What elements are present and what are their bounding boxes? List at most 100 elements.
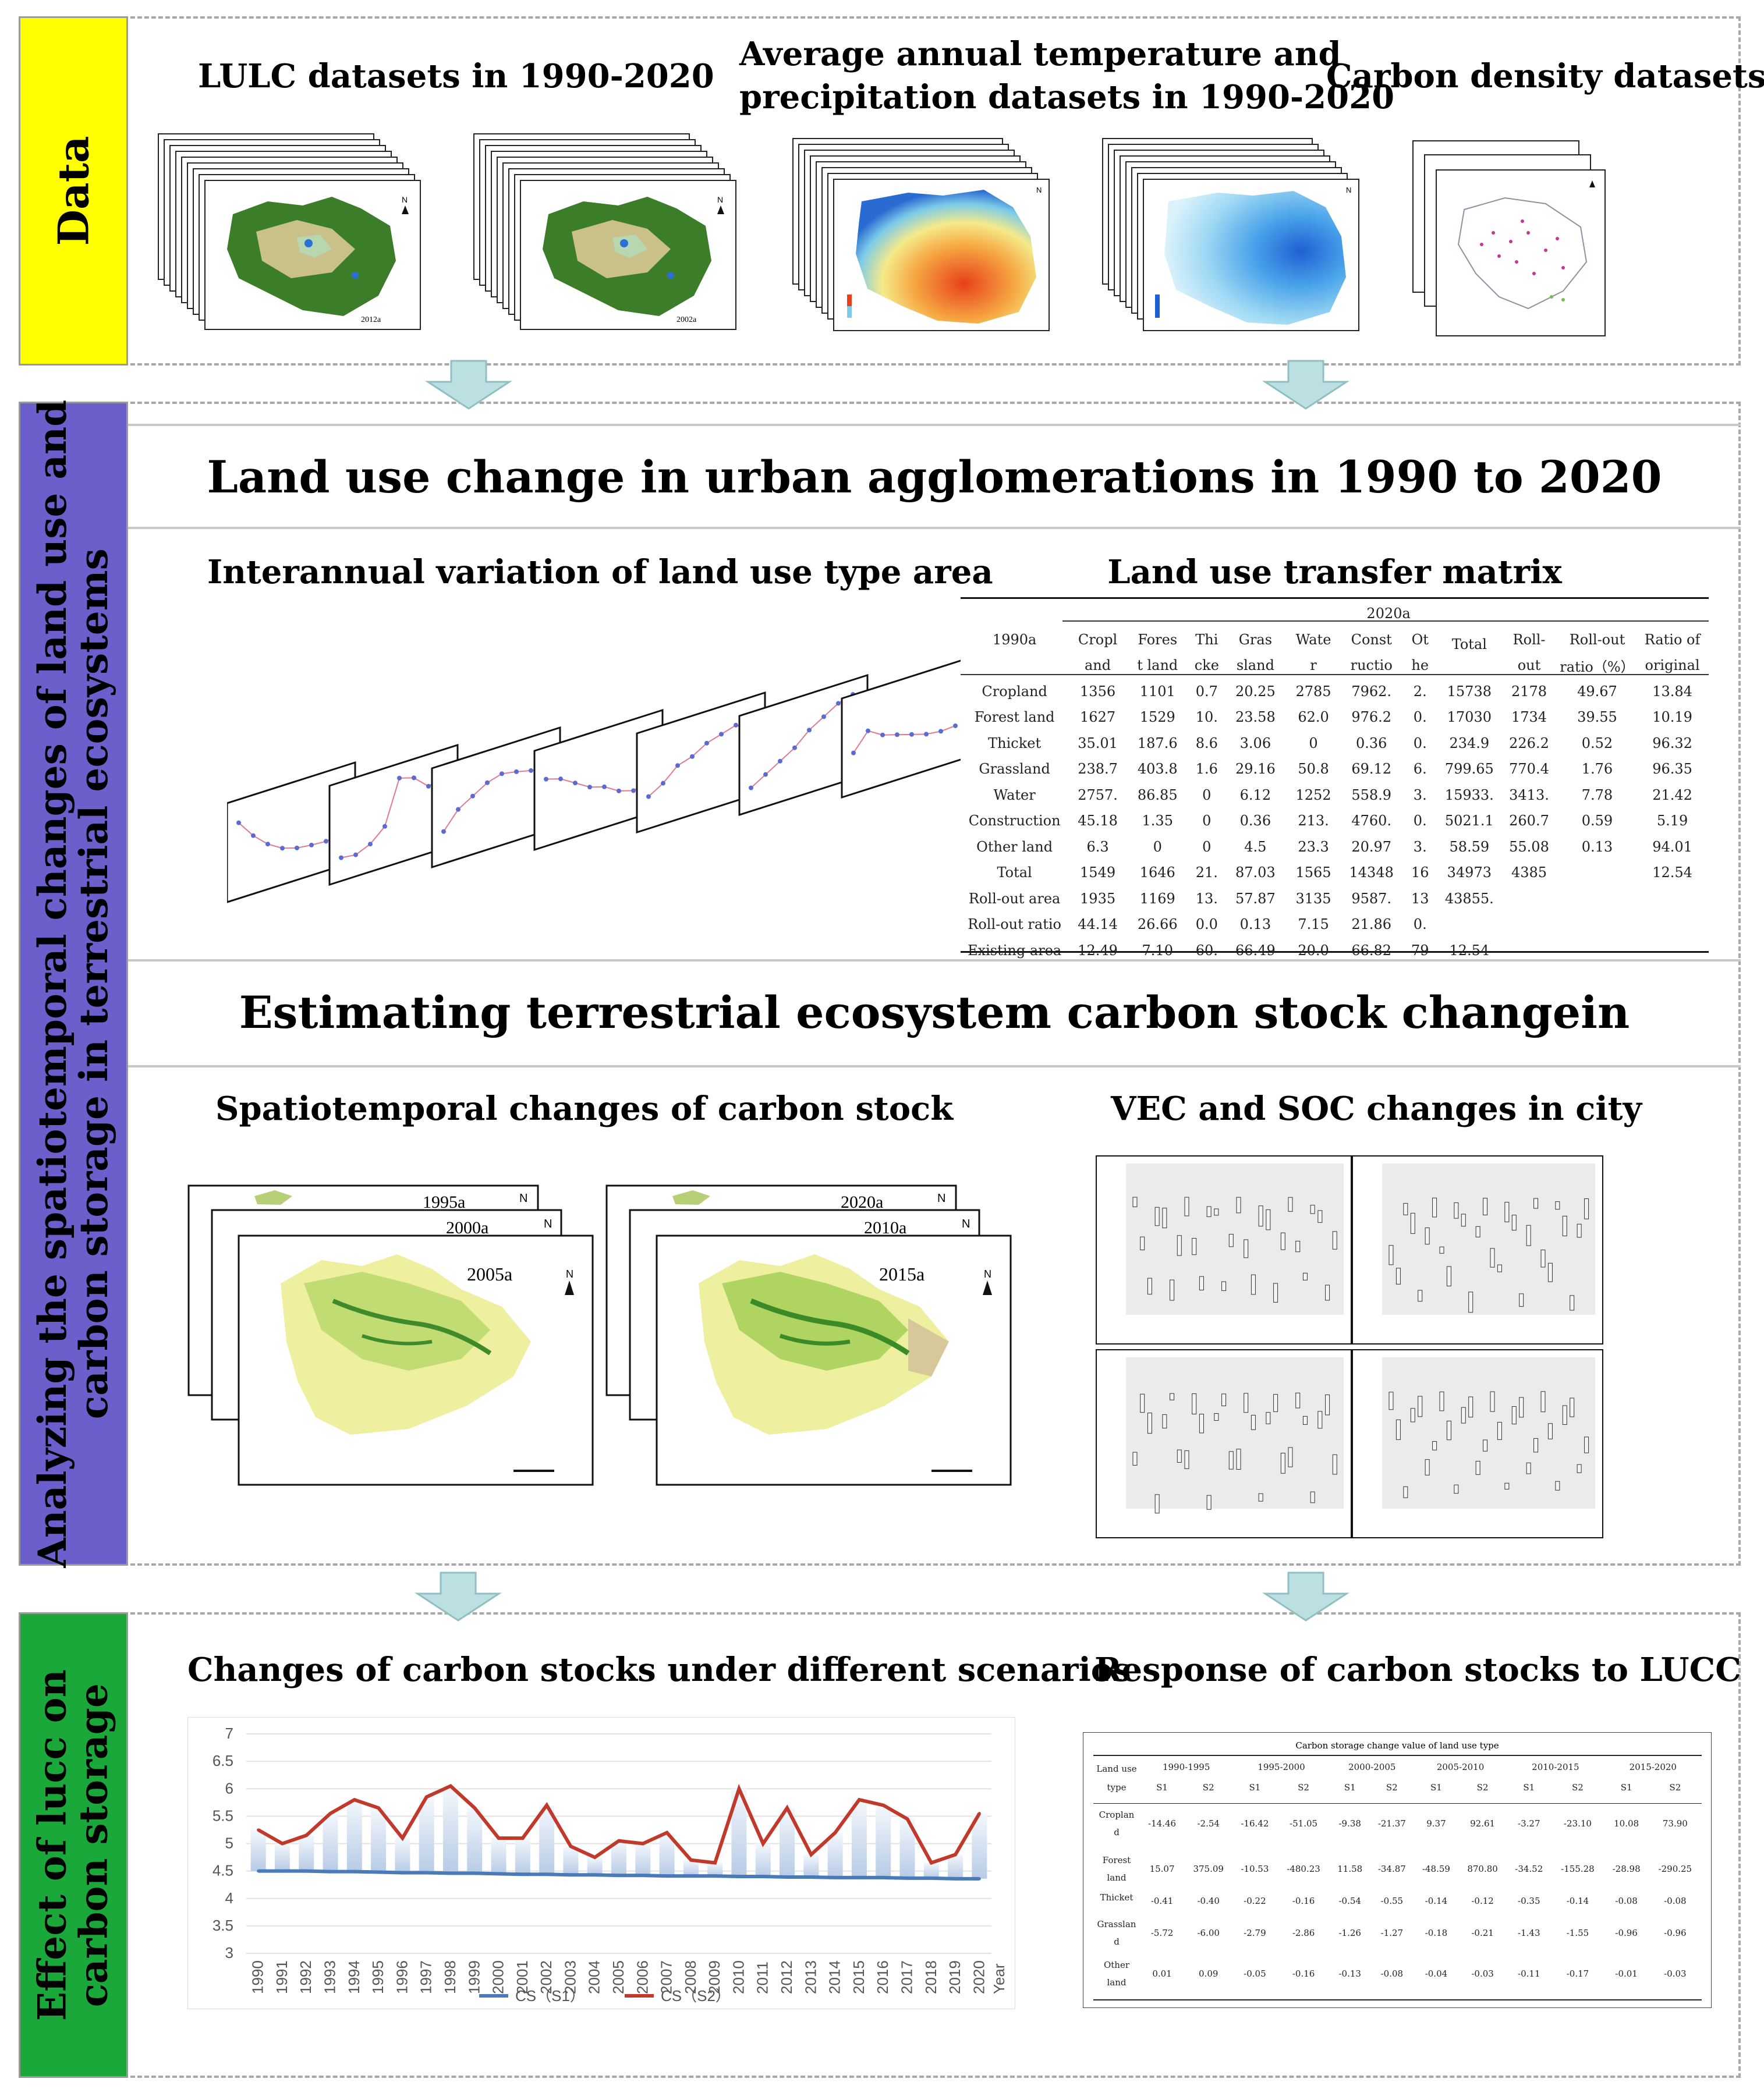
carbon-stock-maps-1: 1995a N 2000a N 2005a N — [187, 1184, 595, 1487]
x-tick-label: 1993 — [321, 1960, 339, 1994]
cs-cell: -1.26 — [1338, 1928, 1361, 1938]
y-tick-label: 3 — [225, 1944, 233, 1961]
cs-row-label-line: d — [1114, 1936, 1120, 1947]
cs-cell: -0.08 — [1615, 1896, 1638, 1906]
matrix-cell: 20.97 — [1351, 838, 1392, 855]
cs-cell: -0.96 — [1615, 1928, 1638, 1938]
data-point-s2 — [713, 1861, 717, 1864]
scenario-gap-bar — [299, 1835, 314, 1871]
transfer-matrix-rule-mid — [1062, 620, 1709, 622]
matrix-cell: 1549 — [1080, 864, 1116, 881]
down-arrow — [1262, 1570, 1350, 1625]
matrix-cell: 49.67 — [1577, 683, 1617, 700]
cs-row-label-line: land — [1107, 1977, 1127, 1988]
cs-table-title: Carbon storage change value of land use … — [1295, 1740, 1499, 1751]
cs-cell: -0.22 — [1244, 1896, 1266, 1906]
scenario-gap-bar — [442, 1786, 458, 1874]
scenario-gap-bar — [563, 1846, 579, 1875]
matrix-cell: 13.84 — [1652, 683, 1692, 700]
matrix-cell: 10.19 — [1652, 709, 1692, 726]
scenario-gap-bar — [515, 1838, 530, 1875]
cs-cell: -21.37 — [1377, 1818, 1406, 1829]
matrix-cell — [1558, 886, 1636, 912]
data-point-s2 — [761, 1842, 765, 1845]
transfer-matrix-rule-bottom — [961, 951, 1709, 953]
data-point-s2 — [521, 1836, 525, 1840]
separator — [128, 959, 1741, 962]
data-point-s2 — [617, 1839, 621, 1843]
scenario-gap-bar — [611, 1840, 626, 1876]
svg-text:N: N — [717, 195, 723, 204]
matrix-column-header: Fores — [1138, 631, 1178, 648]
matrix-cell: 260.7 — [1509, 813, 1549, 829]
scenario-gap-bar — [491, 1838, 506, 1874]
cs-scenario-header: S2 — [1572, 1782, 1584, 1793]
matrix-cell: 66.82 — [1351, 942, 1392, 959]
matrix-cell: 1.6 — [1195, 761, 1218, 778]
matrix-cell — [1636, 886, 1709, 912]
matrix-row-label: Grassland — [979, 761, 1050, 778]
data-point-s1 — [497, 1872, 501, 1875]
cs-cell: 73.90 — [1662, 1818, 1688, 1829]
cs-row-label: Thicket — [1093, 1889, 1140, 1913]
matrix-cell: 6. — [1413, 761, 1427, 778]
svg-text:N: N — [566, 1268, 573, 1280]
cs-row-label-line: Thicket — [1100, 1892, 1134, 1903]
matrix-cell: 3.06 — [1239, 735, 1271, 751]
cs-cell: -14.46 — [1148, 1818, 1177, 1829]
data-point-s2 — [257, 1828, 260, 1832]
cs-cell: -0.96 — [1664, 1928, 1687, 1938]
lulc-datasets-title: LULC datasets in 1990-2020 — [198, 57, 714, 95]
data-point-s2 — [881, 1804, 885, 1807]
scenarios-title: Changes of carbon stocks under different… — [187, 1651, 1131, 1689]
x-tick-label: 2014 — [826, 1960, 844, 1994]
transfer-matrix-title: Land use transfer matrix — [1107, 553, 1562, 591]
matrix-cell: 20.25 — [1235, 683, 1276, 700]
svg-text:N: N — [937, 1192, 945, 1205]
data-point-s1 — [930, 1876, 933, 1880]
x-tick-label: 1998 — [441, 1960, 459, 1994]
x-tick-label: 2006 — [633, 1960, 651, 1994]
cs-cell: -0.03 — [1471, 1968, 1494, 1979]
matrix-cell: 1101 — [1139, 683, 1175, 700]
matrix-cell: 3135 — [1295, 890, 1331, 907]
data-point-s2 — [304, 1833, 308, 1837]
carbon-density-map-stack — [1412, 140, 1616, 338]
cs-cell: -9.38 — [1338, 1818, 1361, 1829]
cs-cell: -0.54 — [1338, 1896, 1361, 1906]
svg-text:N: N — [1036, 186, 1042, 194]
matrix-cell: 0.13 — [1239, 916, 1271, 933]
matrix-row-label: Existing area — [968, 942, 1062, 959]
matrix-cell: 94.01 — [1652, 838, 1692, 855]
cs-table-frame — [1083, 1732, 1712, 2008]
scenario-gap-bar — [635, 1843, 651, 1876]
analysis-section-label: Analyzing the spatiotemporal changes of … — [29, 399, 116, 1568]
x-tick-label: 2001 — [513, 1960, 531, 1994]
matrix-row-label: Thicket — [988, 735, 1042, 751]
down-arrow — [1262, 359, 1350, 413]
cs-scenario-header: S2 — [1669, 1782, 1681, 1793]
x-axis-label: Year — [990, 1963, 1008, 1994]
scenario-gap-bar — [346, 1800, 362, 1872]
data-point-s2 — [665, 1831, 669, 1835]
matrix-cell: 1935 — [1080, 890, 1116, 907]
map-year-label: 2002a — [676, 315, 697, 324]
x-tick-label: 1999 — [465, 1960, 483, 1994]
down-arrow — [414, 1570, 502, 1625]
cs-scenario-header: S2 — [1476, 1782, 1489, 1793]
effect-section-band — [19, 1612, 128, 2078]
matrix-corner: 1990a — [992, 631, 1037, 648]
response-title: Response of carbon stocks to LUCC — [1094, 1651, 1741, 1689]
cs-row-label-line: d — [1114, 1827, 1120, 1838]
interannual-variation-title: Interannual variation of land use type a… — [207, 553, 993, 591]
data-point-s2 — [930, 1861, 933, 1864]
matrix-column-header: Roll- — [1512, 631, 1546, 648]
